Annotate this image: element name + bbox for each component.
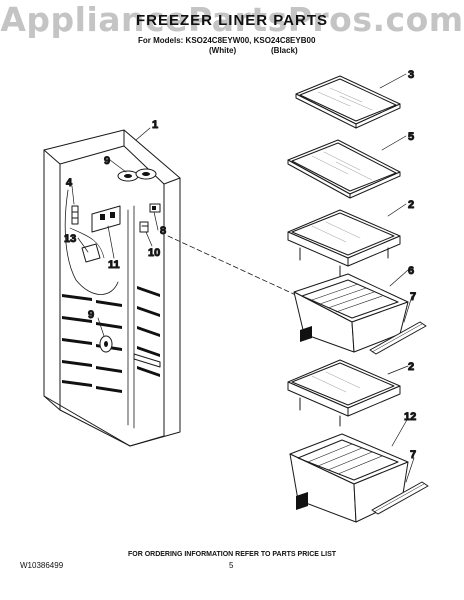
document-number: W10386499 <box>20 561 64 570</box>
ordering-note: FOR ORDERING INFORMATION REFER TO PARTS … <box>127 551 337 558</box>
callout-13: 13 <box>64 233 76 245</box>
crisper-drawer-6 <box>293 273 409 353</box>
callout-6: 6 <box>408 265 414 277</box>
callout-9-upper: 9 <box>104 155 110 167</box>
models-line: For Models: KSO24C8EYW00, KSO24C8EYB00 <box>138 36 316 45</box>
callout-11: 11 <box>108 259 120 271</box>
freezer-drawer-12 <box>289 433 409 523</box>
page-title: FREEZER LINER PARTS <box>135 12 329 29</box>
callout-12: 12 <box>404 411 416 423</box>
framed-shelf-2-upper <box>287 209 401 279</box>
color-black-label: (Black) <box>271 46 298 55</box>
watermark: AppliancePartsPros.com <box>0 0 464 39</box>
leader-lines <box>71 73 415 483</box>
callout-1: 1 <box>152 119 158 131</box>
callout-9-lower: 9 <box>88 309 94 321</box>
crisper-rail-7-lower <box>371 481 429 515</box>
color-white-label: (White) <box>209 46 237 55</box>
callout-4: 4 <box>66 177 73 189</box>
freezer-liner <box>43 129 181 447</box>
glass-shelf-5 <box>287 139 401 199</box>
callout-10: 10 <box>148 247 160 259</box>
glass-shelf-3 <box>295 75 401 129</box>
callout-8: 8 <box>160 225 166 237</box>
callout-2-lower: 2 <box>408 361 414 373</box>
callout-2-upper: 2 <box>408 199 414 211</box>
callout-5: 5 <box>408 131 414 143</box>
framed-shelf-2-lower <box>287 359 401 427</box>
alignment-dash-line <box>167 235 299 297</box>
crisper-rail-7-upper <box>369 321 427 355</box>
page-number: 5 <box>229 561 234 570</box>
callout-3: 3 <box>408 69 414 81</box>
callout-7-lower: 7 <box>410 449 416 461</box>
callout-7-upper: 7 <box>410 291 416 303</box>
